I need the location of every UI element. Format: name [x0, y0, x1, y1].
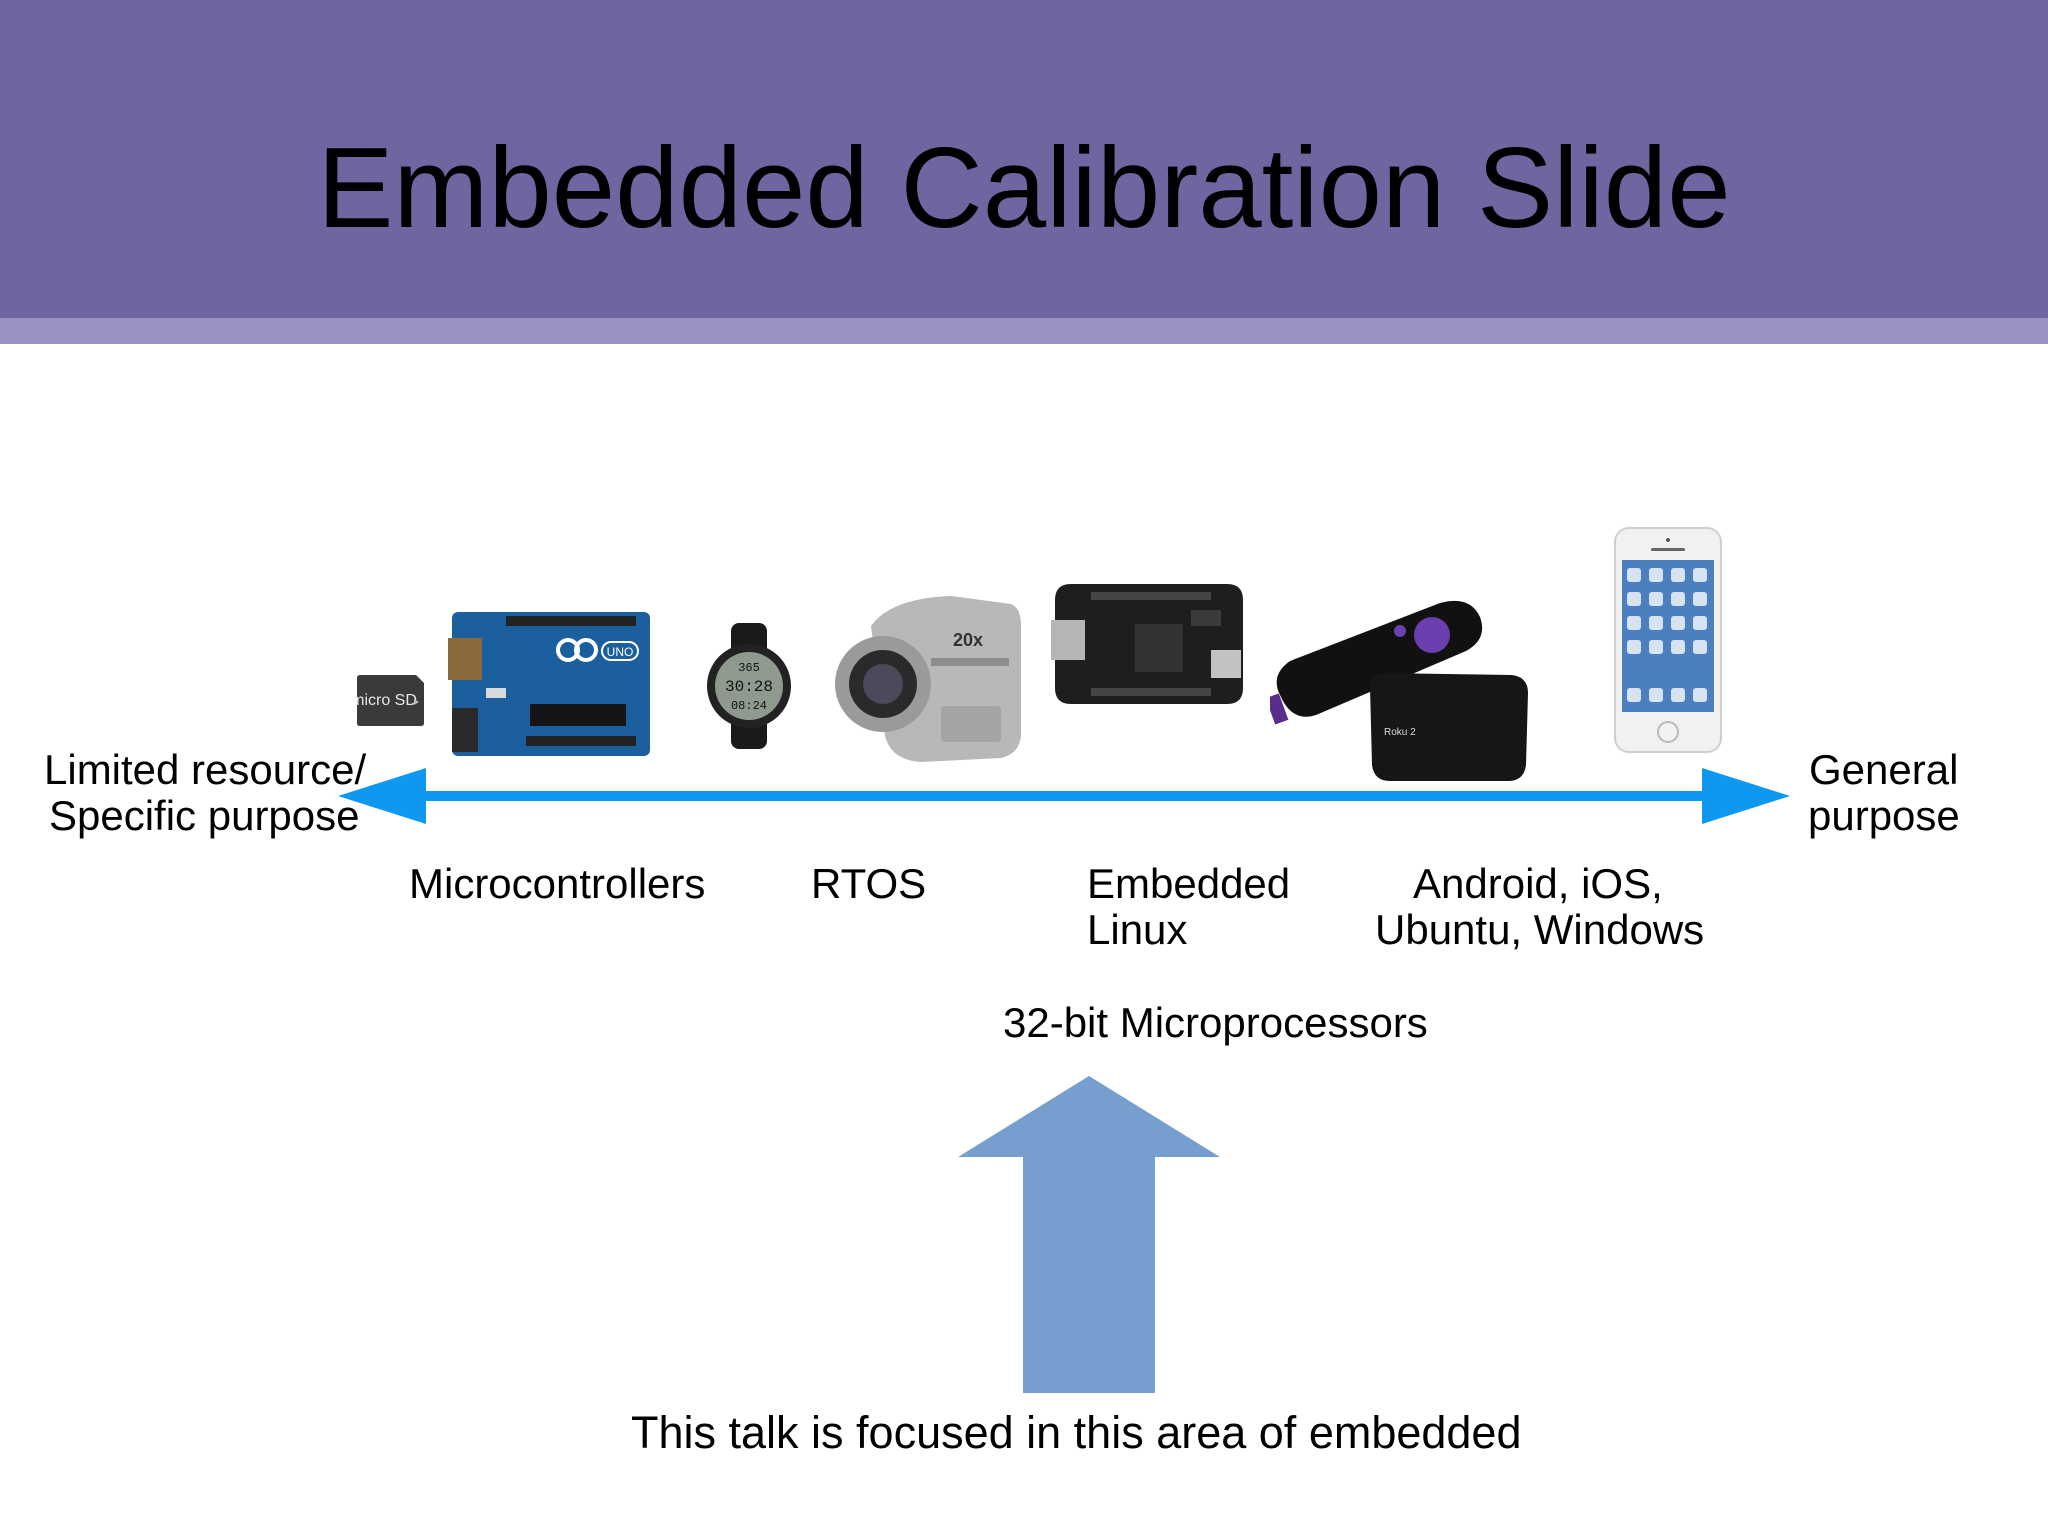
- roku-player-image: Roku 2: [1270, 595, 1535, 785]
- category-embedded-linux-line1: Embedded: [1087, 860, 1291, 907]
- focus-arrow: [958, 1076, 1220, 1394]
- roku-label: Roku 2: [1384, 727, 1416, 738]
- watch-line2: 30:28: [725, 678, 773, 696]
- focus-caption: This talk is focused in this area of emb…: [631, 1407, 1522, 1458]
- slide-title: Embedded Calibration Slide: [317, 125, 1731, 252]
- category-general-os-line2: Ubuntu, Windows: [1375, 906, 1705, 953]
- watch-line3: 08:24: [731, 699, 767, 713]
- microsd-card-image: micro SD: [354, 673, 426, 727]
- gps-watch-image: 365 30:28 08:24: [703, 623, 795, 749]
- arduino-label: UNO: [607, 645, 634, 659]
- camcorder-label: 20x: [953, 630, 983, 650]
- purpose-axis-arrow: [338, 766, 1790, 826]
- title-bar-band: [0, 318, 2048, 344]
- category-rtos: RTOS: [811, 860, 927, 907]
- camcorder-image: 20x: [831, 586, 1023, 772]
- bracket-label: 32-bit Microprocessors: [1003, 999, 1428, 1046]
- axis-left-label-line2: Specific purpose: [49, 792, 360, 839]
- sd-card-label: micro SD: [354, 692, 417, 709]
- axis-right-label-line2: purpose: [1808, 792, 1960, 839]
- category-general-os-line1: Android, iOS,: [1413, 860, 1663, 907]
- axis-right-label-line1: General: [1809, 746, 1959, 793]
- category-microcontrollers: Microcontrollers: [409, 860, 706, 907]
- title-bar: [0, 0, 2048, 318]
- category-embedded-linux-line2: Linux: [1087, 906, 1188, 953]
- beaglebone-board-image: [1051, 580, 1247, 708]
- arduino-board-image: UNO: [446, 608, 656, 760]
- axis-left-label-line1: Limited resource/: [44, 746, 367, 793]
- watch-line1: 365: [738, 661, 760, 675]
- iphone-image: [1613, 526, 1723, 754]
